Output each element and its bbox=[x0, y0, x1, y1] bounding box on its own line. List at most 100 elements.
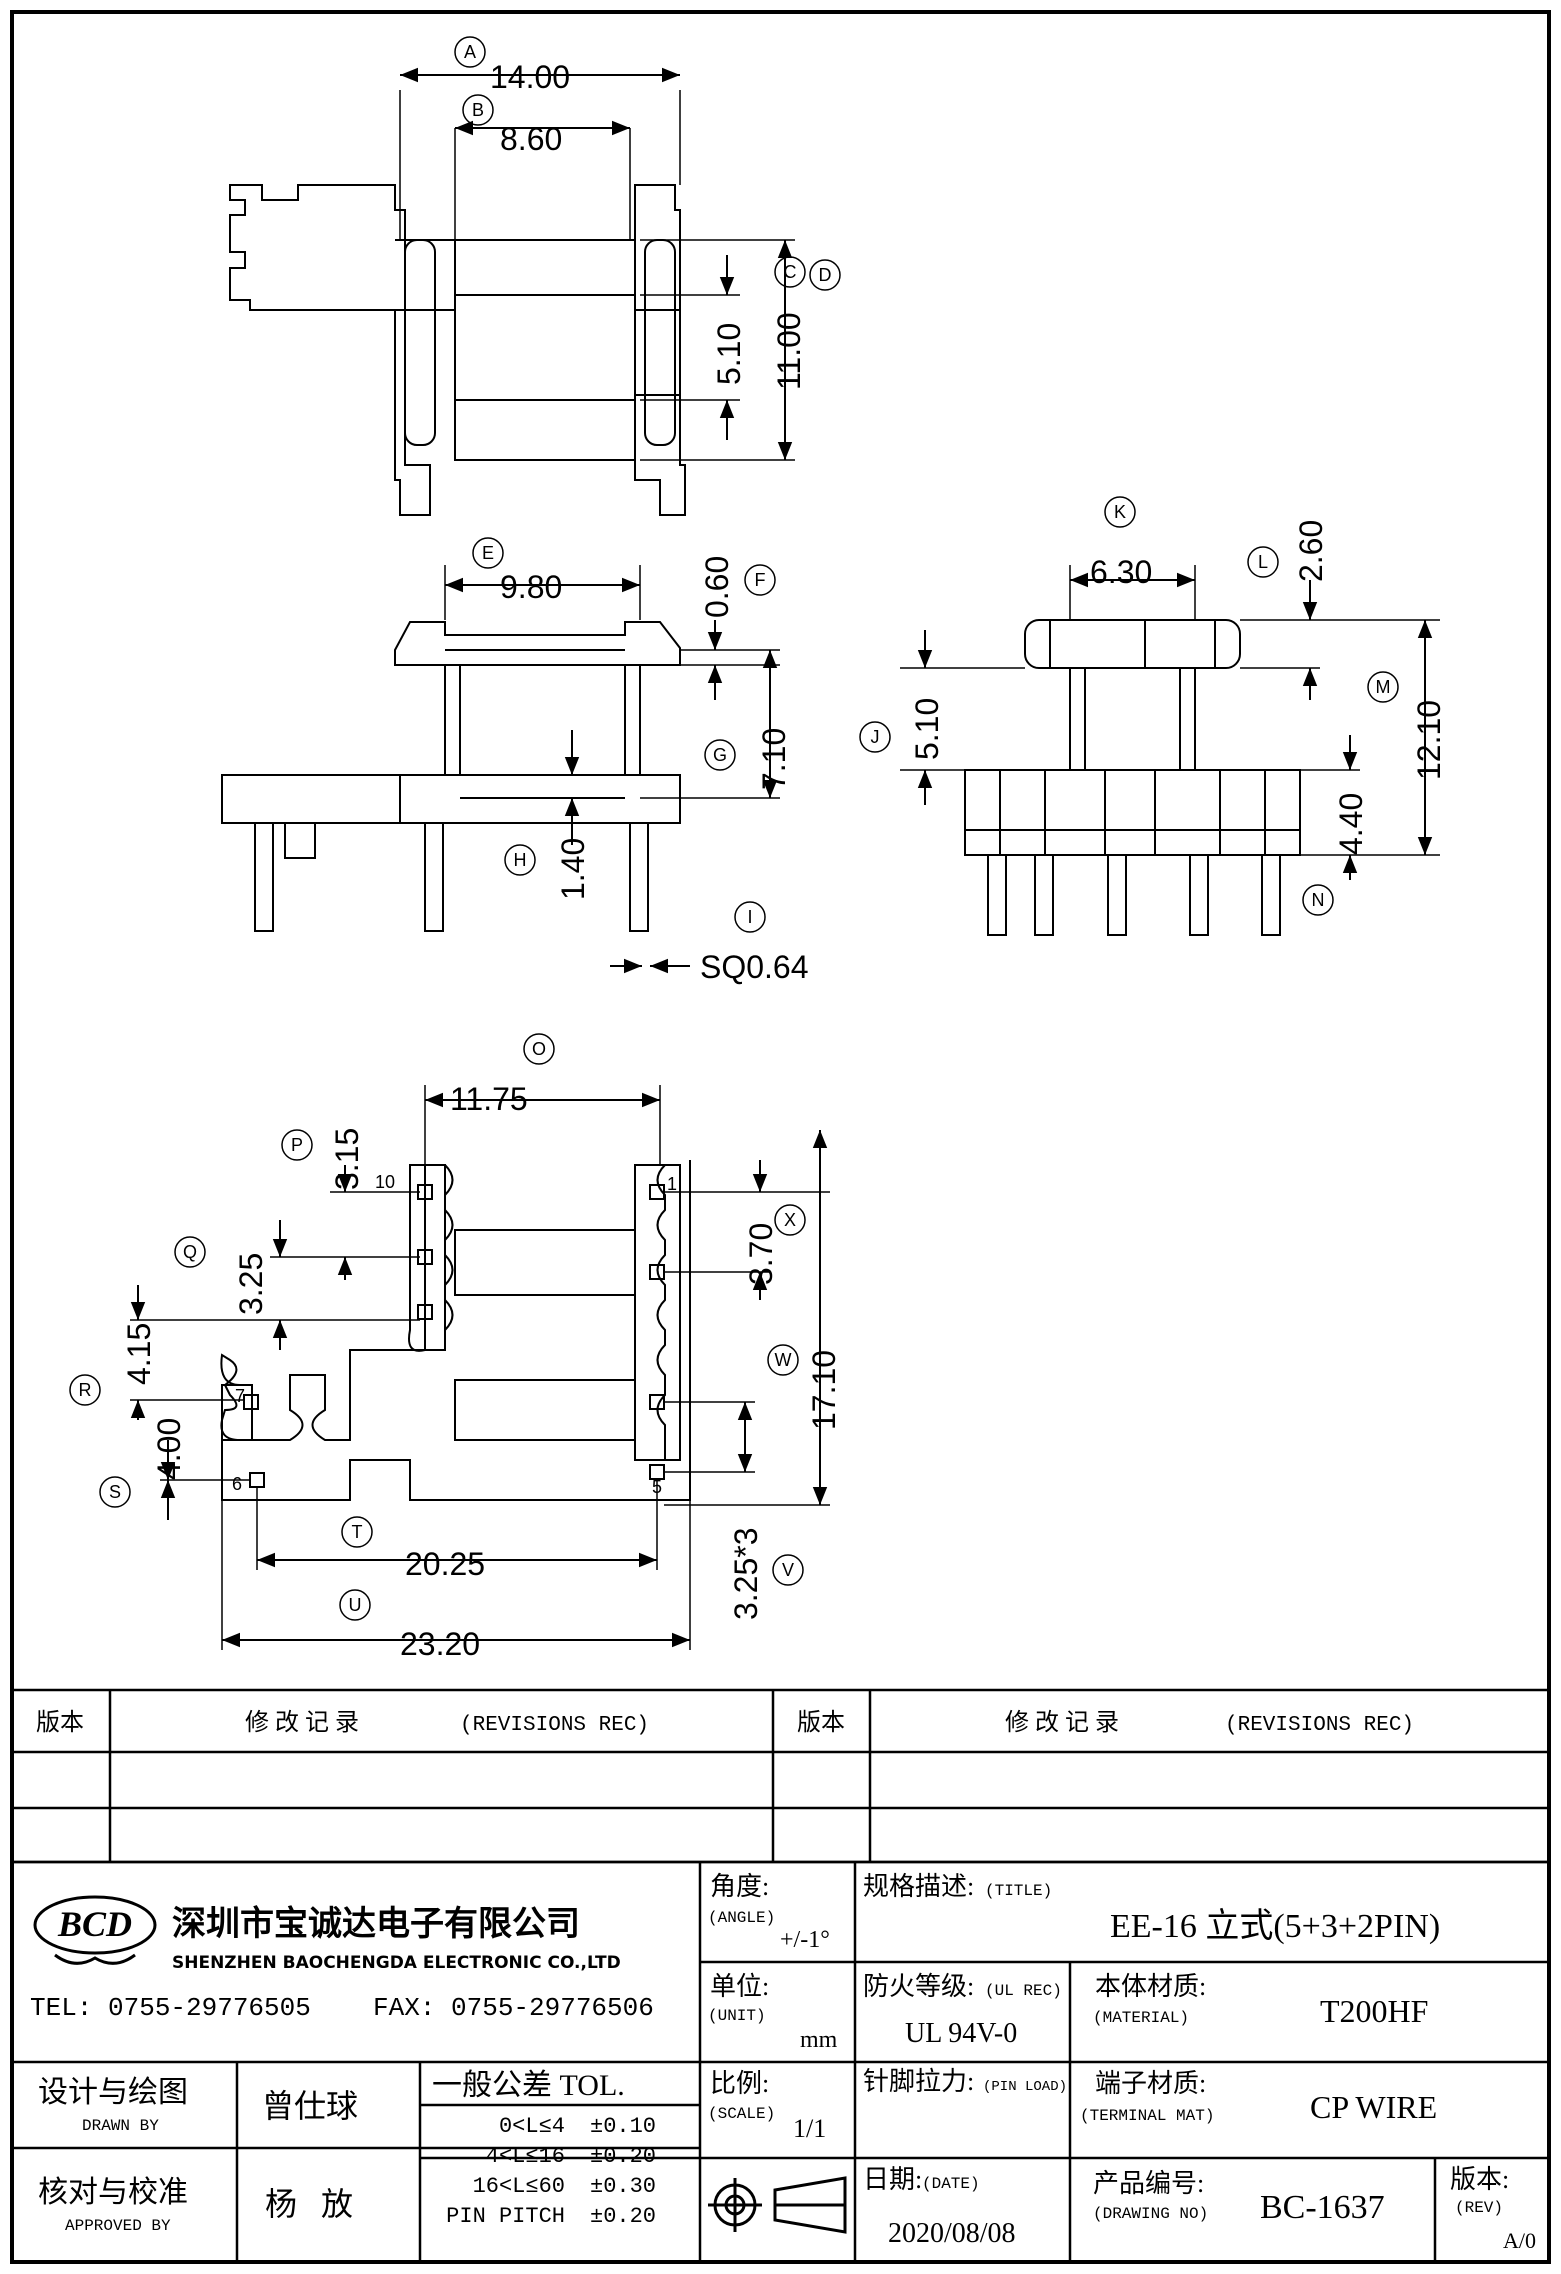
tol-range-3: PIN PITCH bbox=[446, 2204, 565, 2229]
callout-c: C bbox=[784, 262, 797, 282]
tol-value-0: ±0.10 bbox=[590, 2114, 656, 2139]
material-value: T200HF bbox=[1320, 1993, 1428, 2029]
sheet-border bbox=[10, 10, 1551, 2264]
rev-col-version-left: 版本 bbox=[36, 1709, 84, 1736]
projection-symbol-icon bbox=[708, 2176, 847, 2234]
revisions-header: 版本 修 改 记 录 (REVISIONS REC) 版本 修 改 记 录 (R… bbox=[36, 1709, 1414, 1737]
dim-d: 11.00 bbox=[771, 312, 807, 390]
company-name-en: SHENZHEN BAOCHENGDA ELECTRONIC CO.,LTD bbox=[172, 1953, 621, 1973]
dim-a: 14.00 bbox=[490, 59, 570, 95]
tol-value-1: ±0.20 bbox=[590, 2144, 656, 2169]
title-en: (TITLE) bbox=[985, 1882, 1052, 1900]
dim-x: 3.70 bbox=[743, 1223, 779, 1285]
callout-a: A bbox=[464, 42, 476, 62]
pin-1: 1 bbox=[667, 1174, 677, 1194]
logo-text: BCD bbox=[57, 1904, 132, 1944]
unit-en: (UNIT) bbox=[708, 2007, 766, 2025]
unit-value: mm bbox=[800, 2027, 838, 2053]
pinload-label: 针脚拉力: bbox=[863, 2067, 974, 2096]
unit-label: 单位: bbox=[710, 1972, 769, 2001]
approved-en: APPROVED BY bbox=[65, 2217, 171, 2235]
callout-balloons bbox=[69, 36, 1399, 1621]
dimension-values: 14.00 8.60 5.10 11.00 9.80 0.60 7.10 1.4… bbox=[121, 59, 1447, 1662]
tol-range-0: 0<L≤4 bbox=[499, 2114, 565, 2139]
scale-en: (SCALE) bbox=[708, 2105, 775, 2123]
dim-f: 0.60 bbox=[699, 556, 735, 618]
callout-p: P bbox=[291, 1135, 303, 1155]
dim-j: 5.10 bbox=[909, 698, 945, 760]
front-view-dims bbox=[444, 565, 780, 974]
callout-o: O bbox=[532, 1039, 546, 1059]
callout-m: M bbox=[1376, 677, 1391, 697]
dim-k: 6.30 bbox=[1090, 554, 1152, 590]
rev-col-record-left: 修 改 记 录 bbox=[245, 1709, 359, 1736]
dim-t: 20.25 bbox=[405, 1546, 485, 1582]
dim-q: 3.25 bbox=[233, 1253, 269, 1315]
dim-e: 9.80 bbox=[500, 569, 562, 605]
callout-r: R bbox=[79, 1380, 92, 1400]
rev-col-record-right: 修 改 记 录 bbox=[1005, 1709, 1119, 1736]
dim-p: 3.15 bbox=[329, 1128, 365, 1190]
callout-s: S bbox=[109, 1482, 121, 1502]
tol-range-2: 16<L≤60 bbox=[473, 2174, 565, 2199]
rev-col-record-en-right: (REVISIONS REC) bbox=[1225, 1714, 1414, 1737]
pin-10: 10 bbox=[375, 1172, 395, 1192]
pin-6: 6 bbox=[232, 1474, 242, 1494]
dim-i: SQ0.64 bbox=[700, 949, 809, 985]
callout-letters: A B C D E F G H I K L J M N O P Q R S X … bbox=[79, 42, 1391, 1615]
callout-x: X bbox=[784, 1210, 796, 1230]
title-label: 规格描述: bbox=[863, 1872, 974, 1901]
dim-m: 12.10 bbox=[1411, 700, 1447, 780]
bottom-view-dims bbox=[130, 1085, 830, 1650]
approved-label: 核对与校准 bbox=[38, 2176, 188, 2209]
angle-value: +/-1° bbox=[780, 1927, 830, 1953]
drawing-no-value: BC-1637 bbox=[1260, 2189, 1385, 2226]
dim-w: 17.10 bbox=[806, 1350, 842, 1430]
ul-en: (UL REC) bbox=[985, 1982, 1062, 2000]
dim-n: 4.40 bbox=[1333, 793, 1369, 855]
rev-value: A/0 bbox=[1503, 2228, 1536, 2253]
material-label: 本体材质: bbox=[1095, 1972, 1206, 2001]
drawn-en: DRAWN BY bbox=[82, 2117, 159, 2135]
pinload-en: (PIN LOAD) bbox=[983, 2079, 1067, 2095]
tol-range-1: 4<L≤16 bbox=[486, 2144, 565, 2169]
dim-s: 4.00 bbox=[151, 1418, 187, 1480]
scale-label: 比例: bbox=[710, 2069, 769, 2098]
rev-col-record-en-left: (REVISIONS REC) bbox=[460, 1714, 649, 1737]
rev-en: (REV) bbox=[1455, 2199, 1503, 2217]
callout-n: N bbox=[1312, 890, 1325, 910]
company-logo: BCD bbox=[33, 1895, 157, 1965]
dim-g: 7.10 bbox=[756, 728, 792, 790]
terminal-label: 端子材质: bbox=[1095, 2069, 1206, 2098]
company-fax: FAX: 0755-29776506 bbox=[373, 1993, 654, 2023]
callout-k: K bbox=[1114, 502, 1126, 522]
top-view bbox=[229, 90, 795, 516]
pin-5: 5 bbox=[652, 1477, 662, 1497]
callout-e: E bbox=[482, 543, 494, 563]
ul-label: 防火等级: bbox=[863, 1972, 974, 2001]
scale-value: 1/1 bbox=[793, 2114, 826, 2143]
front-view bbox=[221, 621, 681, 932]
dim-r: 4.15 bbox=[121, 1323, 157, 1385]
top-view-dims bbox=[400, 67, 793, 460]
date-label: 日期: bbox=[863, 2165, 922, 2194]
title-value: EE-16 立式(5+3+2PIN) bbox=[1110, 1907, 1440, 1945]
tol-title: 一般公差 TOL. bbox=[432, 2069, 625, 2102]
callout-t: T bbox=[352, 1522, 363, 1542]
callout-f: F bbox=[755, 570, 766, 590]
callout-d: D bbox=[819, 265, 832, 285]
dim-b: 8.60 bbox=[500, 121, 562, 157]
drawn-label: 设计与绘图 bbox=[38, 2076, 188, 2109]
rev-label: 版本: bbox=[1450, 2165, 1509, 2194]
side-view bbox=[964, 619, 1301, 936]
title-block-grid bbox=[12, 1860, 1549, 2262]
date-en: (DATE) bbox=[922, 2175, 980, 2193]
dim-o: 11.75 bbox=[450, 1081, 528, 1117]
tol-value-3: ±0.20 bbox=[590, 2204, 656, 2229]
title-block-text: 角度: (ANGLE) +/-1° 单位: (UNIT) mm 比例: (SCA… bbox=[38, 1872, 1536, 2253]
angle-en: (ANGLE) bbox=[708, 1909, 775, 1927]
pin-7: 7 bbox=[235, 1386, 245, 1406]
approved-name: 杨 放 bbox=[265, 2186, 353, 2222]
date-value: 2020/08/08 bbox=[888, 2218, 1016, 2249]
